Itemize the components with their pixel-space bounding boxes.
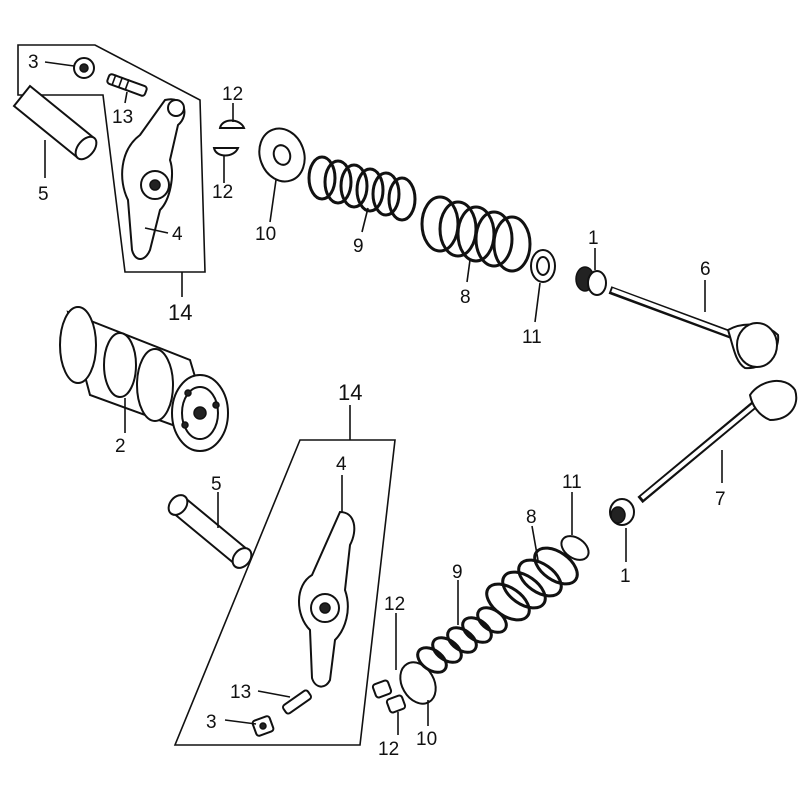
label-11-top: 11 — [522, 327, 542, 348]
leader-lines — [44, 61, 723, 735]
label-1-top: 1 — [588, 228, 599, 249]
label-12-bottom-b: 12 — [378, 739, 399, 760]
label-5-top: 5 — [38, 184, 49, 205]
label-10-top: 10 — [255, 224, 276, 245]
part-4-rocker-arm-top — [121, 98, 186, 260]
label-12-top-a: 12 — [222, 84, 243, 105]
label-7: 7 — [715, 489, 726, 510]
label-2: 2 — [115, 436, 126, 457]
label-13-top: 13 — [112, 107, 133, 128]
part-12-cotter-lower — [212, 147, 240, 157]
part-12-cotter-bottom-a — [371, 679, 393, 699]
part-1-seal-bottom — [609, 498, 635, 526]
part-2-camshaft — [59, 306, 229, 452]
part-6-valve-top — [608, 286, 780, 370]
label-14-top: 14 — [168, 300, 192, 325]
part-4-rocker-arm-bottom — [298, 510, 356, 688]
label-10-bottom: 10 — [416, 729, 437, 750]
part-3-nut-bottom — [251, 715, 275, 737]
rocker-group-outline-bottom — [173, 439, 396, 746]
part-3-nut-top — [73, 57, 95, 79]
part-5-shaft-bottom — [167, 494, 253, 569]
label-8-bottom: 8 — [526, 507, 537, 528]
part-13-screw-bottom — [282, 689, 312, 715]
label-13-bottom: 13 — [230, 682, 251, 703]
part-7-valve-bottom — [637, 380, 798, 504]
part-11-seat-bottom — [560, 535, 590, 561]
label-14-bottom: 14 — [338, 380, 362, 405]
label-11-bottom: 11 — [562, 472, 582, 493]
label-3-top: 3 — [28, 52, 39, 73]
part-10-retainer-bottom — [399, 661, 437, 705]
label-9-bottom: 9 — [452, 562, 463, 583]
part-5-shaft-top — [12, 84, 98, 161]
part-11-seat-top — [530, 249, 556, 283]
label-8-top: 8 — [460, 287, 471, 308]
label-9-top: 9 — [353, 236, 364, 257]
label-6: 6 — [700, 259, 711, 280]
part-1-seal-top — [575, 266, 607, 296]
part-9-inner-spring-top — [307, 155, 417, 222]
part-13-screw-top — [106, 73, 148, 97]
part-8-outer-spring-top — [420, 195, 532, 273]
part-12-cotter-bottom-b — [385, 694, 407, 714]
label-5-bottom: 5 — [211, 474, 222, 495]
label-12-top-b: 12 — [212, 182, 233, 203]
part-10-retainer-top — [258, 127, 306, 183]
label-3-bottom: 3 — [206, 712, 217, 733]
label-4-bottom: 4 — [336, 454, 347, 475]
label-12-bottom-a: 12 — [384, 594, 405, 615]
part-12-cotter-upper — [218, 119, 246, 129]
label-4-top: 4 — [172, 224, 183, 245]
part-9-inner-spring-bottom — [416, 606, 508, 674]
label-1-bottom: 1 — [620, 566, 631, 587]
